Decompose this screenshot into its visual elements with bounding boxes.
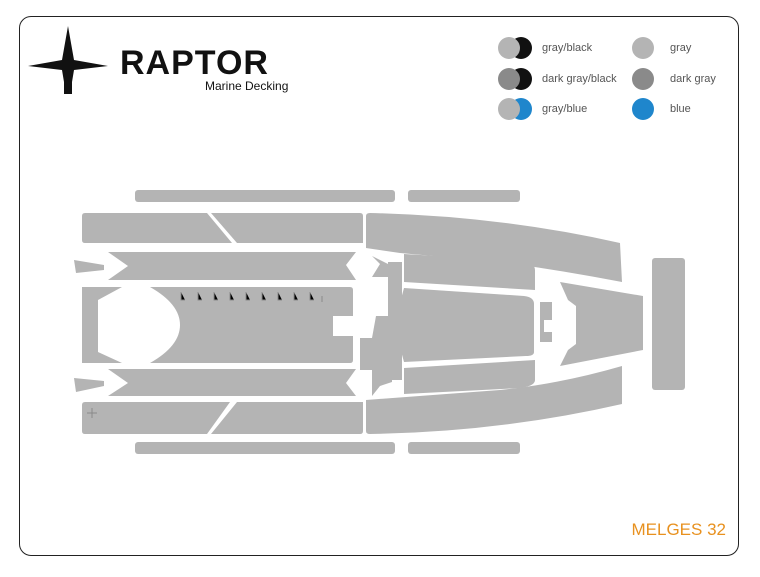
pad-chevron-lower-right [372, 369, 392, 396]
legend-item-gray-black: gray/black [498, 36, 592, 60]
legend-item-blue: blue [632, 97, 691, 121]
brand-subtitle: Marine Decking [205, 79, 289, 93]
legend-label: blue [670, 103, 691, 115]
pad-upper-aft-corner [82, 213, 232, 243]
raptor-logo-icon [28, 26, 108, 94]
rail-pad-bottom-left [135, 442, 395, 454]
legend-item-dark-gray: dark gray [632, 67, 716, 91]
legend-item-gray-blue: gray/blue [498, 97, 587, 121]
dark-gray-swatch-icon [632, 67, 656, 91]
pad-lower-side-sweep [366, 366, 622, 434]
gray-black-swatch-icon [498, 36, 534, 60]
boat-model-label: MELGES 32 [631, 520, 727, 539]
cut-marks [87, 292, 323, 418]
pad-center-main [398, 288, 534, 362]
pad-chevron-lower-left [74, 378, 104, 392]
legend-label: gray/blue [542, 103, 588, 115]
pad-upper-aft-strip [211, 213, 363, 243]
rail-pad-bottom-right [408, 442, 520, 454]
pad-chevron-upper-left [74, 260, 104, 273]
drawing-frame [19, 16, 739, 556]
legend-label: dark gray [670, 73, 716, 85]
pad-bow-center [560, 282, 643, 366]
pad-upper-side-sweep [366, 213, 622, 282]
pad-center-small [540, 302, 552, 342]
gray-swatch-icon [632, 36, 656, 60]
legend-label: gray [670, 42, 692, 54]
pad-lower-aft-strip [211, 402, 363, 434]
brand-name: RAPTOR [120, 44, 269, 82]
pad-chevron-upper-main [108, 252, 356, 280]
dark-gray-black-swatch-icon [498, 67, 534, 91]
pad-lower-aft-corner [82, 402, 230, 434]
pad-lower-forward [404, 360, 535, 394]
pad-cockpit-aft [82, 287, 122, 363]
pad-cockpit-circle [150, 287, 353, 363]
pad-chevron-upper-right [372, 256, 392, 277]
pad-bow-side [652, 258, 685, 390]
legend-label: dark gray/black [542, 73, 617, 85]
gray-blue-swatch-icon [498, 97, 534, 121]
pad-upper-forward [404, 254, 535, 290]
rail-pad-top-left [135, 190, 395, 202]
legend-item-gray: gray [632, 36, 691, 60]
legend-label: gray/black [542, 42, 593, 54]
legend-item-dark-gray-black: dark gray/black [498, 67, 617, 91]
pad-chevron-lower-main [108, 369, 356, 396]
rail-pad-top-right [408, 190, 520, 202]
blue-swatch-icon [632, 97, 656, 121]
pad-center-tower [360, 262, 402, 380]
